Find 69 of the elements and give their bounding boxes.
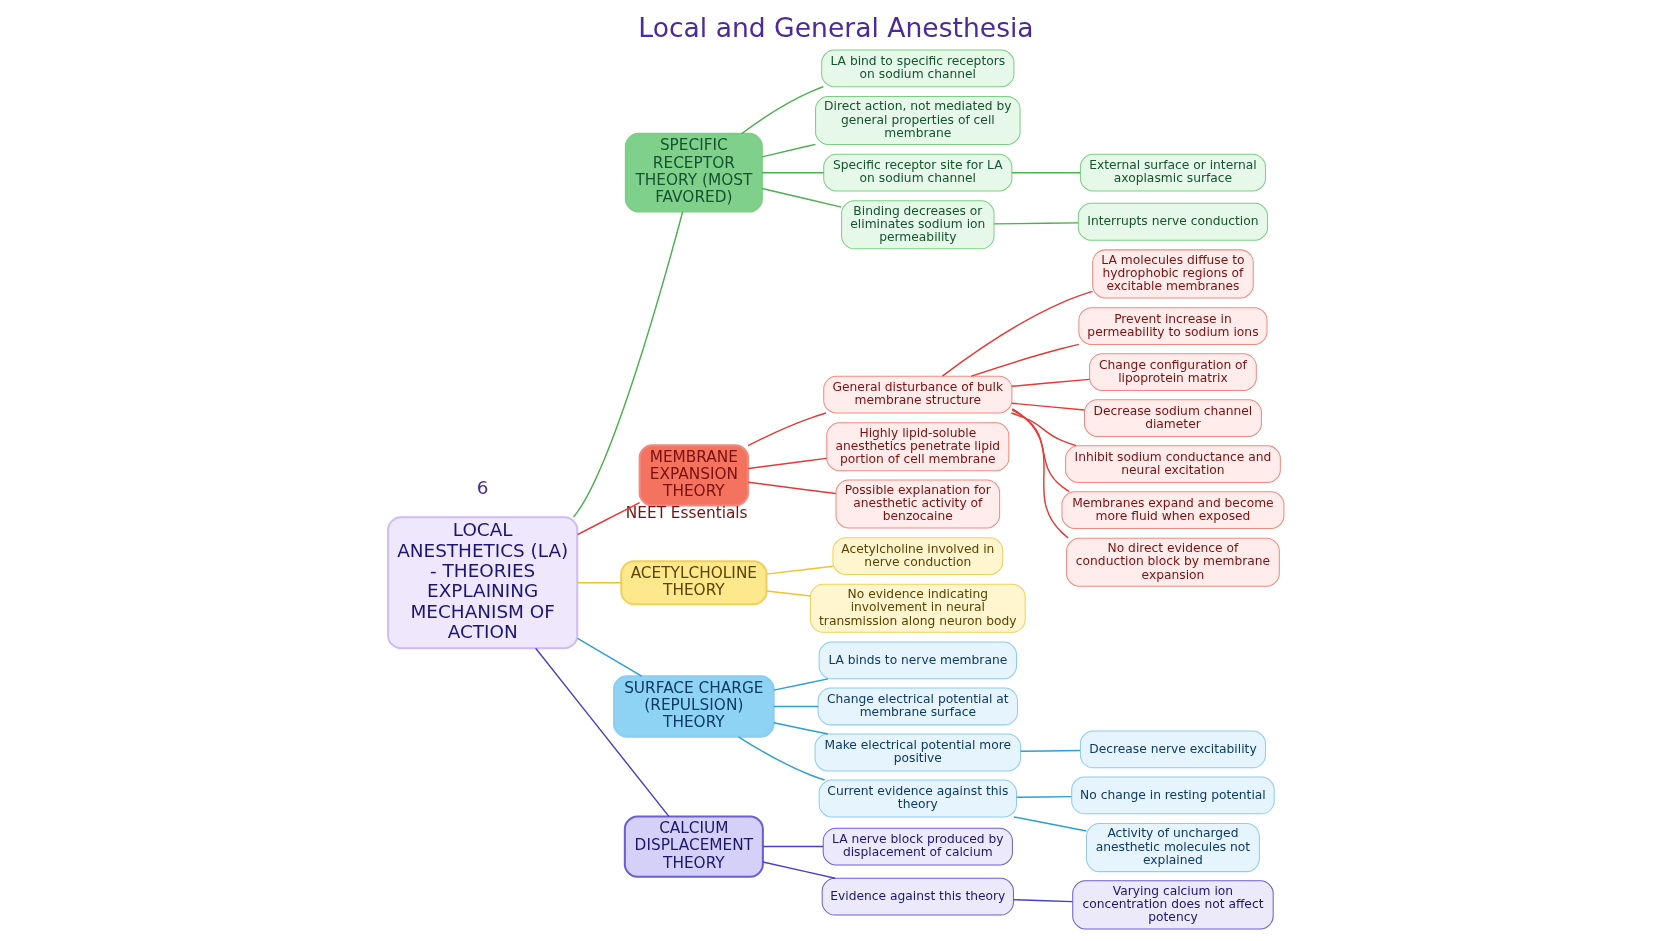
connector [534,647,670,818]
node-box: Highly lipid-soluble anesthetics penetrate lipid portion of cell membrane [826,422,1010,472]
node-box: Specific receptor site for LA on sodium channel [823,153,1013,192]
diagram-title: Local and General Anesthesia [638,12,1034,44]
connector [1013,816,1088,832]
node-box: LA molecules diffuse to hydrophobic regions of excitable membranes [1092,249,1254,299]
connector [773,705,819,708]
connector [747,412,827,447]
connector [1015,795,1073,799]
connector [1019,749,1081,752]
connector [773,722,829,735]
node-box: LA nerve block produced by displacement of calcium [822,827,1013,866]
node-box: Decrease nerve excitability [1079,730,1266,769]
node-box: SURFACE CHARGE (REPULSION) THEORY [613,675,775,738]
connector [1010,412,1077,447]
node-box: Change configuration of lipoprotein matrix [1089,353,1257,391]
node-box: No change in resting potential [1071,776,1275,815]
label: 6 [476,477,489,499]
node-box: Evidence against this theory [821,877,1014,916]
node-box: Binding decreases or eliminates sodium ion permeability [841,200,995,250]
connector [773,678,829,691]
connector [762,845,824,848]
node-box: MEMBRANE EXPANSION THEORY [638,444,750,507]
connector [1011,378,1091,387]
node-box: No evidence indicating involvement in neural transmission along neuron body [809,583,1026,633]
node-box: LOCAL ANESTHETICS (LA) - THEORIES EXPLAINING MECHANISM OF ACTION [387,516,579,650]
node-box: Possible explanation for anesthetic activity of benzocaine [835,479,1001,529]
node-box: No direct evidence of conduction block by membrane expansion [1066,537,1280,587]
connector [576,501,641,536]
connector [1011,409,1071,493]
connector [1011,408,1070,539]
connector [970,343,1080,377]
node-box: Inhibit sodium conductance and neural excitation [1065,445,1281,484]
node-box: Decrease sodium channel diameter [1084,399,1262,437]
connector [993,222,1079,225]
node-box: External surface or internal axoplasmic surface [1079,153,1266,192]
connector [762,861,836,879]
connector [761,187,842,208]
connector [737,736,826,781]
node-box: Membranes expand and become more fluid when exposed [1061,491,1285,530]
connector [941,290,1094,377]
node-box: LA bind to specific receptors on sodium channel [821,49,1015,88]
connector [1011,171,1081,174]
node-box: LA binds to nerve membrane [818,641,1017,680]
node-box: Current evidence against this theory [818,779,1017,818]
connector [576,637,643,677]
node-box: Change electrical potential at membrane surface [817,687,1019,726]
node-box: CALCIUM DISPLACEMENT THEORY [623,815,764,878]
connector [765,590,811,597]
node-box: Make electrical potential more positive [814,733,1022,772]
connector [740,86,824,135]
node-box: Interrupts nerve conduction [1077,202,1269,241]
connector [576,582,622,584]
connector [761,143,817,158]
node-box: General disturbance of bulk membrane structure [823,375,1013,414]
connector [1012,899,1074,903]
node-box: Direct action, not mediated by general properties of cell membrane [815,95,1021,146]
node-box: SPECIFIC RECEPTOR THEORY (MOST FAVORED) [624,132,763,213]
node-box: Varying calcium ion concentration does not affect potency [1072,880,1274,930]
connector [765,565,834,575]
connector [761,171,825,174]
connector [572,211,684,518]
connector [747,457,828,470]
connector [1011,402,1086,411]
connector [747,481,837,495]
node-box: Prevent increase in permeability to sodium ions [1078,307,1268,345]
node-box: Activity of uncharged anesthetic molecules not explained [1086,823,1260,873]
node-box: ACETYLCHOLINE THEORY [620,560,768,606]
node-box: Acetylcholine involved in nerve conduction [832,537,1004,576]
